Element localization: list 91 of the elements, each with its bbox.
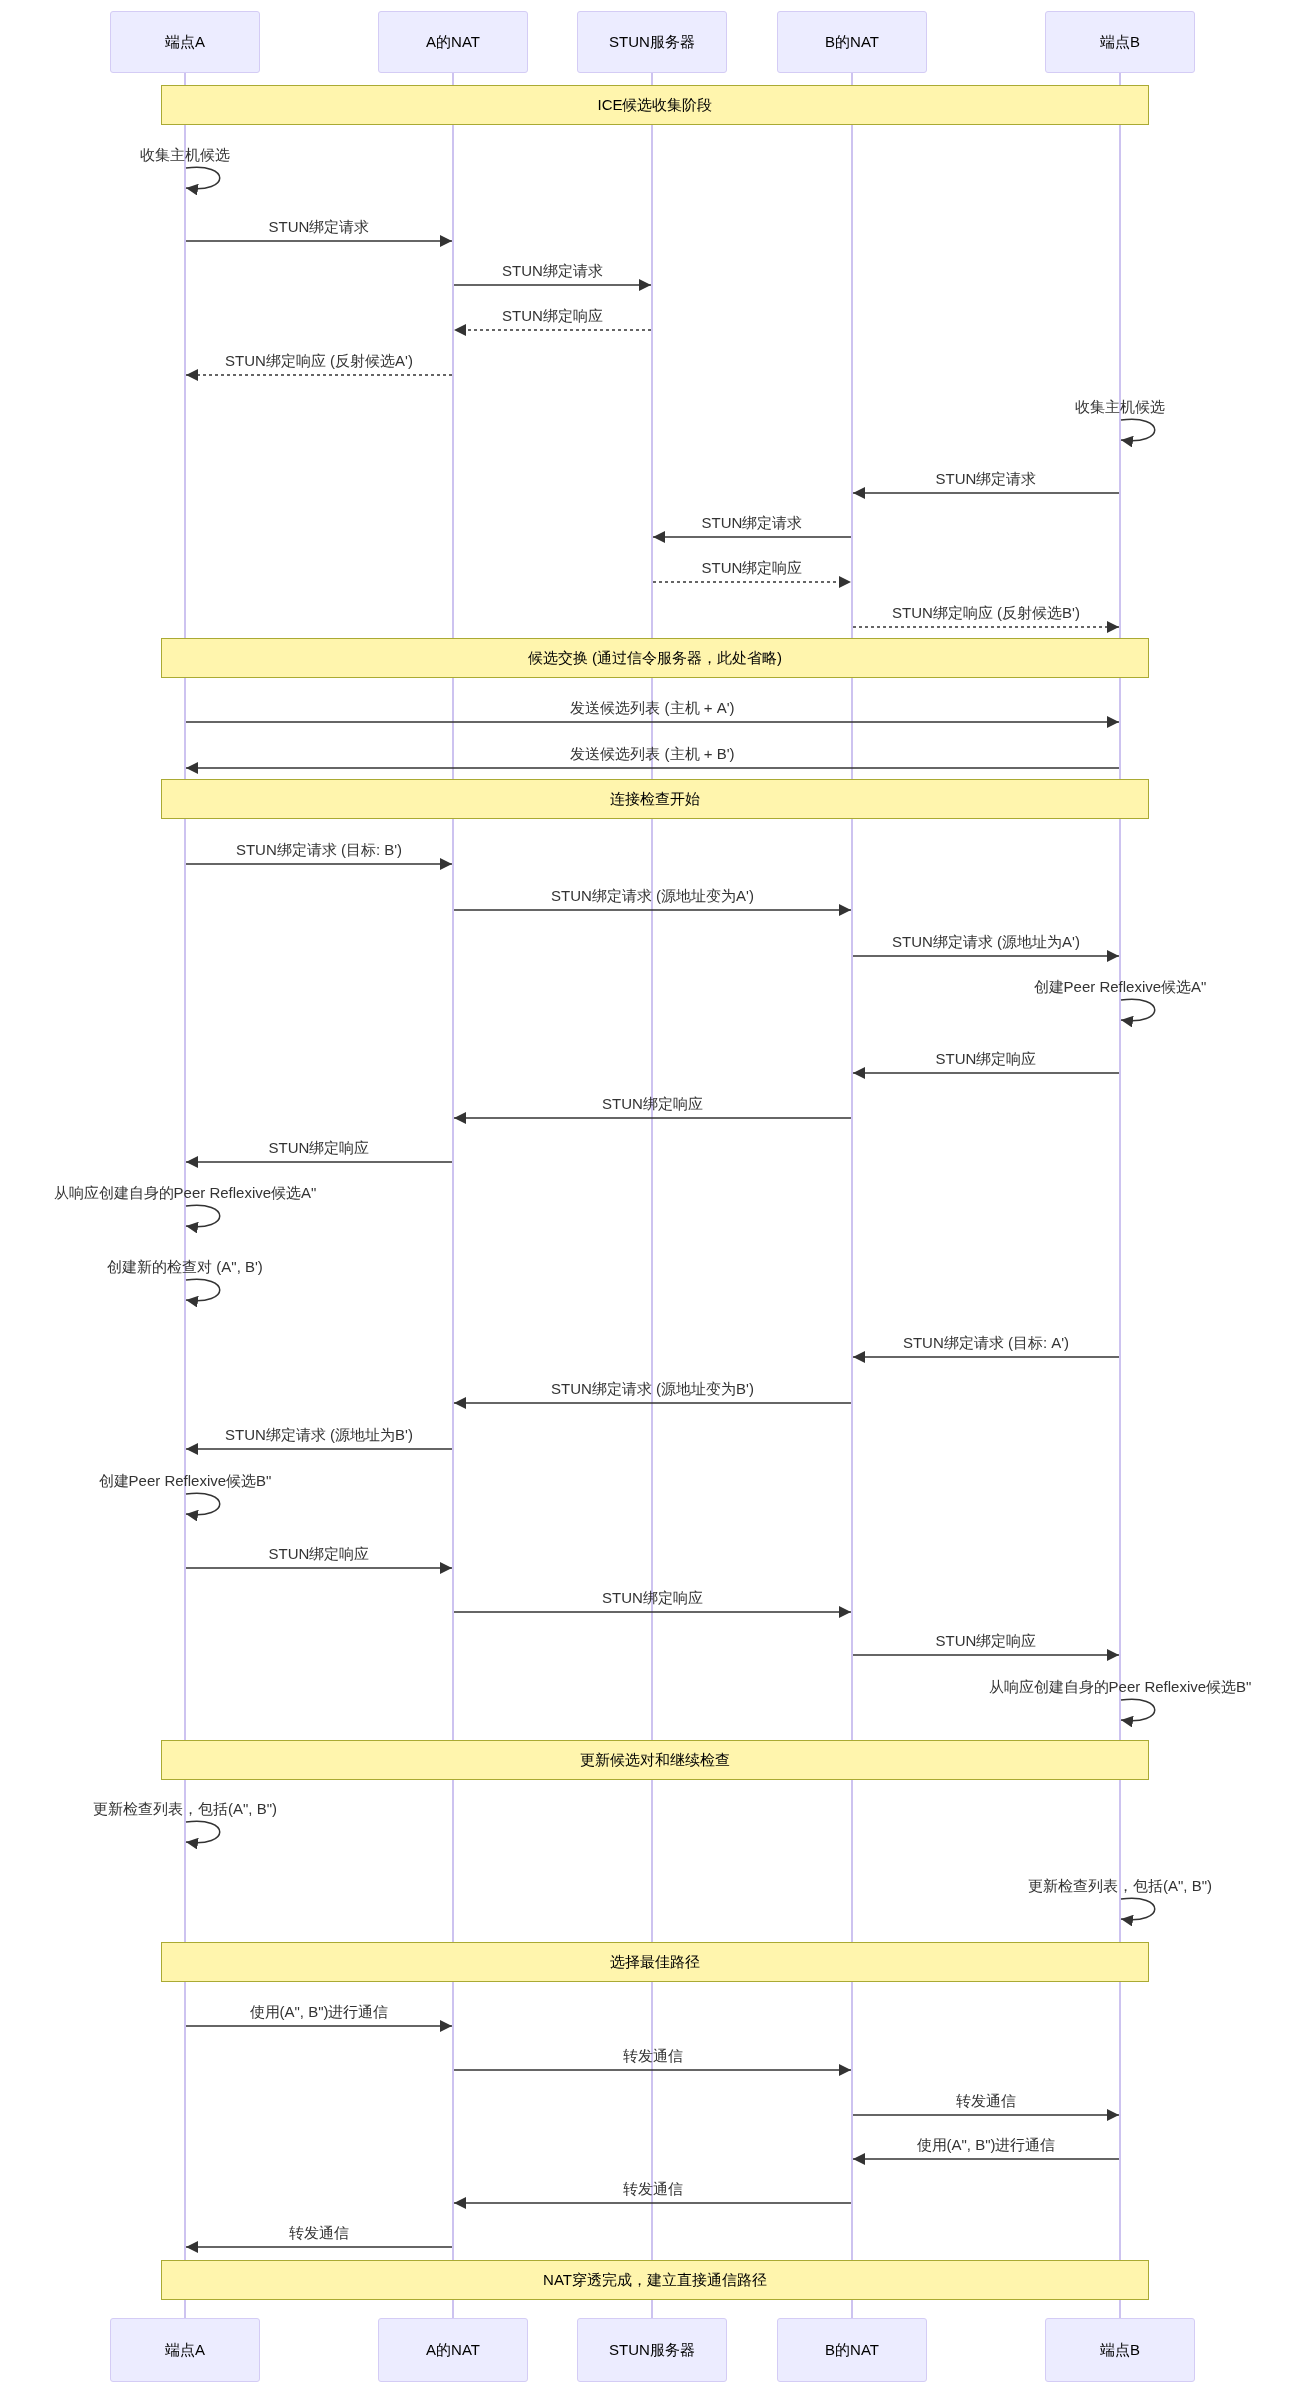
edge-label: STUN绑定响应 (反射候选A') [225, 352, 413, 370]
participant-box: STUN服务器 [577, 2318, 727, 2382]
participant-box: 端点A [110, 11, 260, 73]
edge-label: 发送候选列表 (主机 + B') [570, 745, 735, 763]
edge-label: STUN绑定请求 [701, 514, 803, 532]
edge-label: 创建Peer Reflexive候选A" [1033, 978, 1207, 996]
participant-box: A的NAT [378, 2318, 528, 2382]
message-arrow [852, 487, 1120, 499]
participant-box: A的NAT [378, 11, 528, 73]
edge-label: 从响应创建自身的Peer Reflexive候选A" [53, 1184, 317, 1202]
message-arrow [185, 2241, 453, 2253]
edge-label: STUN绑定请求 [935, 470, 1037, 488]
edge-label: STUN绑定响应 [268, 1139, 370, 1157]
self-loop-arrow [185, 1492, 221, 1521]
edge-label: 使用(A", B")进行通信 [249, 2003, 389, 2021]
participant-box: B的NAT [777, 11, 927, 73]
edge-label: 创建新的检查对 (A", B') [107, 1258, 263, 1276]
message-arrow [852, 1649, 1120, 1661]
message-arrow [652, 576, 852, 588]
edge-label: STUN绑定响应 [935, 1632, 1037, 1650]
edge-label: STUN绑定响应 [602, 1589, 703, 1607]
edge-label: STUN绑定响应 (反射候选B') [892, 604, 1080, 622]
participant-box: 端点B [1045, 11, 1195, 73]
message-arrow [185, 858, 453, 870]
note-box: 选择最佳路径 [161, 1942, 1149, 1982]
edge-label: STUN绑定请求 (源地址变为B') [551, 1380, 754, 1398]
participant-box: B的NAT [777, 2318, 927, 2382]
message-arrow [453, 904, 852, 916]
edge-label: 发送候选列表 (主机 + A') [570, 699, 735, 717]
message-arrow [852, 621, 1120, 633]
note-box: 更新候选对和继续检查 [161, 1740, 1149, 1780]
self-loop-arrow [185, 1820, 221, 1849]
edge-label: 创建Peer Reflexive候选B" [98, 1472, 272, 1490]
edge-label: 收集主机候选 [1075, 398, 1165, 416]
edge-label: STUN绑定响应 [701, 559, 803, 577]
message-arrow [852, 2109, 1120, 2121]
message-arrow [852, 1351, 1120, 1363]
note-box: ICE候选收集阶段 [161, 85, 1149, 125]
edge-label: STUN绑定请求 (目标: B') [235, 841, 403, 859]
message-arrow [185, 1443, 453, 1455]
edge-label: STUN绑定响应 [935, 1050, 1037, 1068]
edge-label: 从响应创建自身的Peer Reflexive候选B" [988, 1678, 1252, 1696]
message-arrow [185, 716, 1120, 728]
edge-label: 转发通信 [289, 2224, 349, 2242]
edge-label: STUN绑定请求 [502, 262, 603, 280]
edge-label: 收集主机候选 [140, 146, 230, 164]
participant-box: 端点B [1045, 2318, 1195, 2382]
lifeline [651, 73, 653, 2318]
self-loop-arrow [185, 1278, 221, 1307]
message-arrow [185, 1156, 453, 1168]
edge-label: STUN绑定响应 [268, 1545, 370, 1563]
message-arrow [185, 2020, 453, 2032]
edge-label: 转发通信 [622, 2180, 683, 2198]
message-arrow [185, 369, 453, 381]
edge-label: 更新检查列表，包括(A", B") [93, 1800, 277, 1818]
participant-box: 端点A [110, 2318, 260, 2382]
message-arrow [185, 762, 1120, 774]
note-box: NAT穿透完成，建立直接通信路径 [161, 2260, 1149, 2300]
message-arrow [453, 2064, 852, 2076]
message-arrow [453, 279, 652, 291]
edge-label: STUN绑定请求 (目标: A') [902, 1334, 1070, 1352]
message-arrow [453, 1112, 852, 1124]
message-arrow [652, 531, 852, 543]
edge-label: STUN绑定响应 [602, 1095, 703, 1113]
message-arrow [453, 1606, 852, 1618]
self-loop-arrow [1120, 418, 1156, 447]
edge-label: 转发通信 [956, 2092, 1016, 2110]
self-loop-arrow [1120, 998, 1156, 1027]
message-arrow [453, 324, 652, 336]
participant-box: STUN服务器 [577, 11, 727, 73]
edge-label: 转发通信 [622, 2047, 683, 2065]
note-box: 候选交换 (通过信令服务器，此处省略) [161, 638, 1149, 678]
self-loop-arrow [185, 1204, 221, 1233]
message-arrow [852, 950, 1120, 962]
message-arrow [453, 2197, 852, 2209]
edge-label: STUN绑定请求 (源地址为B') [225, 1426, 413, 1444]
edge-label: STUN绑定请求 (源地址变为A') [551, 887, 754, 905]
message-arrow [852, 2153, 1120, 2165]
message-arrow [185, 1562, 453, 1574]
self-loop-arrow [1120, 1897, 1156, 1926]
edge-label: STUN绑定请求 [268, 218, 370, 236]
message-arrow [185, 235, 453, 247]
note-box: 连接检查开始 [161, 779, 1149, 819]
self-loop-arrow [1120, 1698, 1156, 1727]
edge-label: 使用(A", B")进行通信 [916, 2136, 1056, 2154]
message-arrow [453, 1397, 852, 1409]
edge-label: STUN绑定响应 [502, 307, 603, 325]
edge-label: STUN绑定请求 (源地址为A') [892, 933, 1080, 951]
self-loop-arrow [185, 166, 221, 195]
edge-label: 更新检查列表，包括(A", B") [1028, 1877, 1212, 1895]
message-arrow [852, 1067, 1120, 1079]
